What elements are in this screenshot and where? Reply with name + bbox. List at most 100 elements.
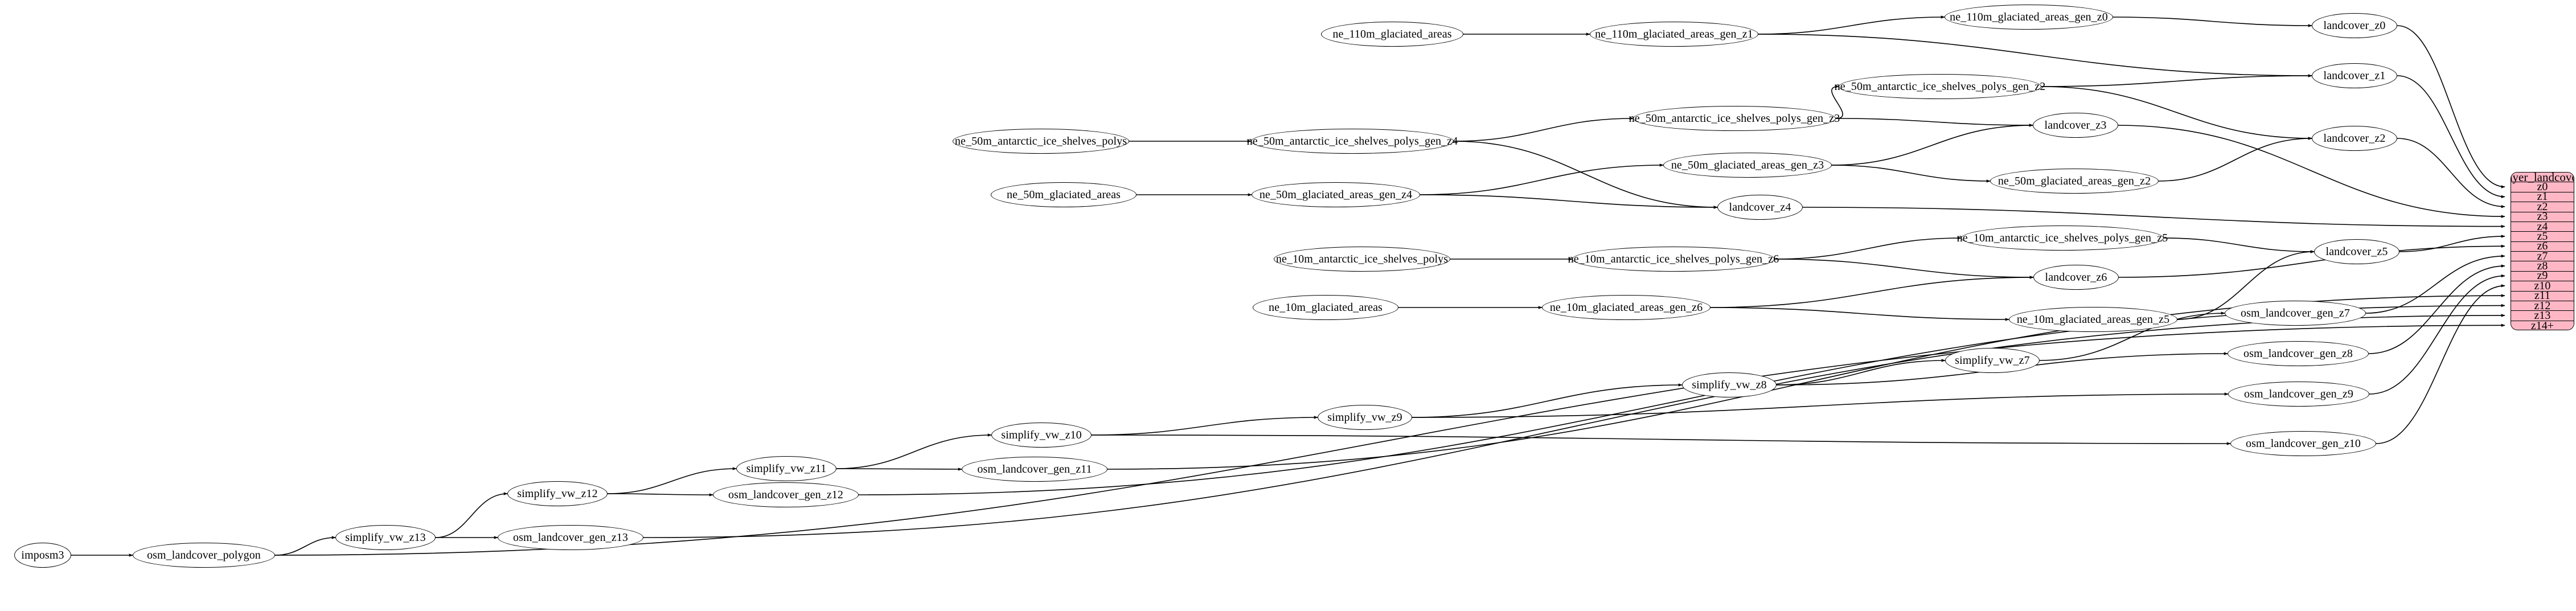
graph-edge-ne-110m-glaciated-areas-gen-z0--to--landcover-z0 [2113,17,2312,27]
graph-node-label: osm_landcover_gen_z13 [512,531,629,544]
record-row-z11[interactable]: z11 [2511,289,2574,302]
graph-node-osm-landcover-gen-z10[interactable]: osm_landcover_gen_z10 [2230,431,2376,456]
graph-node-label: osm_landcover_gen_z10 [2245,437,2361,450]
graph-node-label: landcover_z2 [2323,132,2386,145]
graph-node-label: simplify_vw_z10 [1001,429,1082,441]
graph-node-simplify-vw-z13[interactable]: simplify_vw_z13 [335,525,436,550]
record-row-z2[interactable]: z2 [2511,200,2574,213]
graph-node-label: osm_landcover_polygon [147,549,261,561]
graph-node-ne-50m-antarctic-ice-shelves-polys-gen-z4[interactable]: ne_50m_antarctic_ice_shelves_polys_gen_z… [1247,129,1458,154]
record-row-z4[interactable]: z4 [2511,220,2574,233]
graph-node-landcover-z3[interactable]: landcover_z3 [2033,113,2118,138]
record-row-z7[interactable]: z7 [2511,250,2574,263]
graph-node-label: landcover_z4 [1729,201,1791,214]
graph-node-osm-landcover-gen-z8[interactable]: osm_landcover_gen_z8 [2228,341,2369,366]
graph-node-simplify-vw-z9[interactable]: simplify_vw_z9 [1318,405,1412,430]
record-row-z8[interactable]: z8 [2511,260,2574,272]
graph-node-simplify-vw-z10[interactable]: simplify_vw_z10 [991,423,1092,448]
record-row-z6[interactable]: z6 [2511,240,2574,252]
graph-node-label: ne_50m_antarctic_ice_shelves_polys_gen_z… [1834,80,2046,93]
graph-edge-ne-110m-glaciated-areas-gen-z1--to--ne-110m-glaciated-areas-gen-z0 [1758,15,1945,35]
graph-node-ne-50m-antarctic-ice-shelves-polys-gen-z3[interactable]: ne_50m_antarctic_ice_shelves_polys_gen_z… [1629,106,1840,131]
graph-node-label: landcover_z5 [2325,245,2388,258]
graph-node-osm-landcover-gen-z13[interactable]: osm_landcover_gen_z13 [498,525,643,550]
graph-node-label: ne_50m_antarctic_ice_shelves_polys_gen_z… [1246,135,1458,147]
graph-node-label: ne_110m_glaciated_areas [1332,28,1452,40]
graph-node-osm-landcover-gen-z9[interactable]: osm_landcover_gen_z9 [2228,382,2369,407]
graph-node-simplify-vw-z12[interactable]: simplify_vw_z12 [507,481,608,506]
graph-node-ne-50m-glaciated-areas-gen-z3[interactable]: ne_50m_glaciated_areas_gen_z3 [1663,153,1832,178]
graph-node-ne-110m-glaciated-areas-gen-z1[interactable]: ne_110m_glaciated_areas_gen_z1 [1590,22,1758,47]
graph-edge-landcover-z0--to--layer-landcover-z0 [2397,25,2505,188]
record-row-z5[interactable]: z5 [2511,230,2574,243]
graph-node-landcover-z4[interactable]: landcover_z4 [1717,195,1803,220]
graph-node-osm-landcover-gen-z12[interactable]: osm_landcover_gen_z12 [713,482,859,507]
graph-node-ne-50m-glaciated-areas-gen-z4[interactable]: ne_50m_glaciated_areas_gen_z4 [1252,182,1420,207]
record-row-z13[interactable]: z13 [2511,309,2574,322]
graph-node-landcover-z2[interactable]: landcover_z2 [2312,126,2397,151]
graph-node-ne-10m-glaciated-areas-gen-z5[interactable]: ne_10m_glaciated_areas_gen_z5 [2009,307,2177,332]
graph-node-osm-landcover-gen-z7[interactable]: osm_landcover_gen_z7 [2225,301,2366,326]
graph-node-ne-50m-glaciated-areas-gen-z2[interactable]: ne_50m_glaciated_areas_gen_z2 [1990,169,2159,194]
record-row-z9[interactable]: z9 [2511,269,2574,282]
graph-node-label: simplify_vw_z11 [746,462,827,475]
graph-node-simplify-vw-z8[interactable]: simplify_vw_z8 [1682,372,1777,397]
graph-edge-simplify-vw-z10--to--osm-landcover-gen-z10 [1091,434,2231,445]
graph-node-label: landcover_z6 [2045,271,2107,284]
graph-node-osm-landcover-polygon[interactable]: osm_landcover_polygon [133,543,275,568]
graph-node-ne-10m-antarctic-ice-shelves-polys-gen-z5[interactable]: ne_10m_antarctic_ice_shelves_polys_gen_z… [1957,225,2168,251]
graph-node-ne-110m-glaciated-areas[interactable]: ne_110m_glaciated_areas [1321,22,1463,47]
graph-edge-ne-50m-glaciated-areas-gen-z4--to--landcover-z4 [1420,194,1718,209]
graph-node-ne-50m-antarctic-ice-shelves-polys-gen-z2[interactable]: ne_50m_antarctic_ice_shelves_polys_gen_z… [1835,74,2045,99]
record-node-layer-landcover[interactable]: layer_landcoverz0z1z2z3z4z5z6z7z8z9z10z1… [2511,172,2574,330]
graph-node-label: osm_landcover_gen_z7 [2241,307,2350,319]
graph-node-label: ne_50m_glaciated_areas_gen_z2 [1997,175,2151,187]
graph-node-label: simplify_vw_z12 [517,487,598,500]
graph-edge-ne-10m-glaciated-areas-gen-z6--to--landcover-z6 [1710,276,2034,308]
record-row-z1[interactable]: z1 [2511,190,2574,203]
graph-node-label: ne_10m_glaciated_areas [1269,301,1383,314]
graph-edge-landcover-z4--to--layer-landcover-z4 [1802,207,2505,228]
graph-node-label: osm_landcover_gen_z12 [728,489,844,501]
graph-edge-ne-10m-antarctic-ice-shelves-polys-gen-z6--to--landcover-z6 [1774,259,2034,279]
graph-edge-simplify-vw-z12--to--osm-landcover-gen-z12 [607,493,713,497]
graph-node-landcover-z5[interactable]: landcover_z5 [2314,239,2399,264]
graph-node-ne-10m-glaciated-areas[interactable]: ne_10m_glaciated_areas [1253,295,1398,320]
graph-node-label: ne_50m_antarctic_ice_shelves_polys_gen_z… [1629,112,1840,125]
graph-node-ne-50m-antarctic-ice-shelves-polys[interactable]: ne_50m_antarctic_ice_shelves_polys [953,129,1129,154]
record-row-z12[interactable]: z12 [2511,300,2574,312]
graph-node-ne-110m-glaciated-areas-gen-z0[interactable]: ne_110m_glaciated_areas_gen_z0 [1945,5,2113,30]
record-row-z3[interactable]: z3 [2511,210,2574,223]
graph-edge-osm-landcover-polygon--to--layer-landcover-z14- [274,323,2505,556]
graph-node-osm-landcover-gen-z11[interactable]: osm_landcover_gen_z11 [962,457,1107,482]
graph-node-ne-10m-glaciated-areas-gen-z6[interactable]: ne_10m_glaciated_areas_gen_z6 [1542,295,1711,320]
graph-node-label: landcover_z3 [2044,119,2107,132]
graph-node-label: osm_landcover_gen_z8 [2243,347,2353,360]
graph-node-label: landcover_z1 [2323,69,2386,82]
record-row-z10[interactable]: z10 [2511,280,2574,292]
graph-edge-landcover-z6--to--layer-landcover-z6 [2118,244,2505,278]
graph-node-landcover-z6[interactable]: landcover_z6 [2033,265,2119,290]
record-row-z14-plus[interactable]: z14+ [2511,319,2574,330]
graph-node-label: simplify_vw_z9 [1327,411,1402,424]
graph-edge-ne-50m-glaciated-areas-gen-z3--to--ne-50m-glaciated-areas-gen-z2 [1831,165,1991,183]
graph-edge-simplify-vw-z9--to--simplify-vw-z8 [1412,383,1683,418]
graph-edge-simplify-vw-z10--to--simplify-vw-z9 [1091,416,1318,436]
graph-node-simplify-vw-z7[interactable]: simplify_vw_z7 [1945,348,2040,373]
graph-node-simplify-vw-z11[interactable]: simplify_vw_z11 [736,456,836,481]
graph-node-landcover-z0[interactable]: landcover_z0 [2312,13,2397,38]
graph-node-label: osm_landcover_gen_z11 [977,463,1092,475]
graph-node-ne-10m-antarctic-ice-shelves-polys-gen-z6[interactable]: ne_10m_antarctic_ice_shelves_polys_gen_z… [1568,247,1779,272]
graph-edge-ne-50m-antarctic-ice-shelves-polys-gen-z4--to--landcover-z4 [1453,141,1718,209]
record-row-z0[interactable]: z0 [2511,181,2574,193]
graph-edge-ne-10m-antarctic-ice-shelves-polys-gen-z5--to--landcover-z5 [2163,237,2315,253]
graph-node-imposm3[interactable]: imposm3 [14,543,71,568]
graph-node-label: ne_50m_antarctic_ice_shelves_polys [954,135,1127,147]
graph-node-label: simplify_vw_z8 [1692,379,1767,391]
graph-node-ne-10m-antarctic-ice-shelves-polys[interactable]: ne_10m_antarctic_ice_shelves_polys [1274,247,1450,272]
graph-edge-landcover-z1--to--layer-landcover-z1 [2397,75,2505,199]
graph-node-ne-50m-glaciated-areas[interactable]: ne_50m_glaciated_areas [991,182,1137,207]
graph-node-landcover-z1[interactable]: landcover_z1 [2312,63,2397,88]
graph-edge-osm-landcover-gen-z13--to--layer-landcover-z13 [643,314,2505,538]
graph-node-label: ne_110m_glaciated_areas_gen_z0 [1950,11,2108,23]
